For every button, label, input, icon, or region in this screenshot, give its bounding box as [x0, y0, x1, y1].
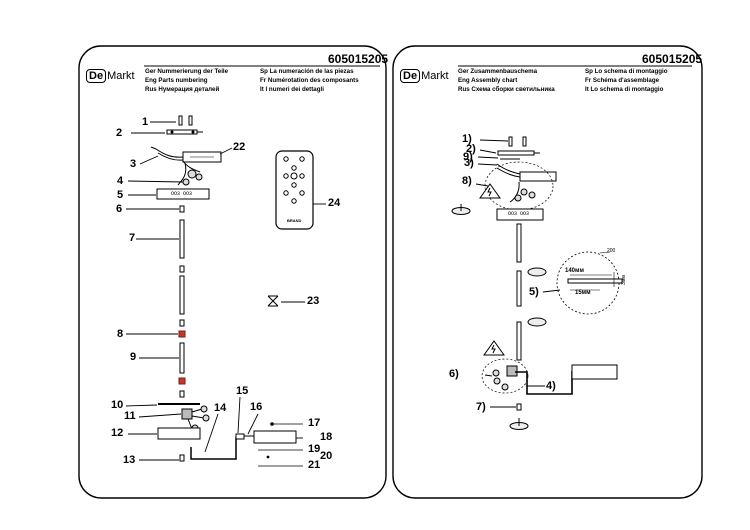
left-lang-ger: Ger Nummerierung der Teile [145, 68, 229, 75]
part-number-14: 14 [214, 402, 227, 414]
part-number-15: 15 [236, 385, 249, 397]
dimension-3: 3мм [620, 275, 627, 285]
part-number-12: 12 [111, 427, 124, 439]
part-number-23: 23 [307, 295, 320, 307]
right-lang-eng: Eng Assembly chart [458, 77, 518, 84]
left-lang-it: It I numeri dei dettagli [260, 86, 324, 93]
step-3: 3) [464, 157, 474, 169]
part-number-6: 6 [116, 203, 123, 215]
dimension-140: 140мм [565, 268, 584, 274]
right-leader-lines [475, 139, 561, 408]
left-parts-drawing [150, 115, 314, 467]
brand-logo-text: Markt [421, 70, 449, 82]
right-lang-fr: Fr Schéma d'assemblage [585, 77, 660, 84]
part-number-21: 21 [308, 459, 321, 471]
part-number-20: 20 [320, 450, 333, 462]
dimension-200: 200 [607, 248, 616, 254]
part-number-16: 16 [250, 401, 263, 413]
dimension-15: 15мм [575, 290, 591, 296]
left-lang-eng: Eng Parts numbering [145, 77, 208, 84]
left-led-label: OO3 OO3 [171, 191, 193, 197]
step-7: 7) [476, 401, 486, 413]
part-number-18: 18 [320, 431, 333, 443]
step-8: 8) [462, 175, 472, 187]
part-number-2: 2 [116, 127, 123, 139]
right-panel-frame [392, 45, 703, 499]
brand-logo-box: De [400, 69, 421, 83]
brand-logo-text: Markt [107, 70, 135, 82]
right-article-number: 605015205 [642, 52, 703, 66]
step-9: 9) [463, 151, 473, 163]
part-number-9: 9 [130, 351, 137, 363]
part-number-7: 7 [129, 232, 136, 244]
step-4: 4) [546, 380, 556, 392]
part-number-11: 11 [124, 410, 136, 422]
part-number-5: 5 [117, 189, 124, 201]
part-number-19: 19 [308, 443, 321, 455]
part-number-22: 22 [233, 141, 246, 153]
part-number-3: 3 [130, 158, 137, 170]
right-lang-sp: Sp Lo schema di montaggio [585, 68, 668, 75]
left-lang-sp: Sp La numeración de las piezas [260, 68, 354, 75]
right-lang-it: It Lo schema di montaggio [585, 86, 664, 93]
right-led-label: OO3 OO3 [508, 211, 530, 217]
left-panel-frame [78, 45, 387, 499]
left-lang-rus: Rus Нумерация деталей [145, 86, 220, 93]
step-1: 1) [462, 133, 472, 145]
step-5: 5) [529, 286, 539, 298]
step-2: 2) [466, 143, 476, 155]
part-number-17: 17 [308, 417, 321, 429]
part-number-8: 8 [117, 328, 124, 340]
step-6: 6) [449, 368, 459, 380]
brand-logo-box: De [86, 69, 107, 83]
left-article-number: 605015205 [328, 52, 389, 66]
part-number-10: 10 [111, 399, 124, 411]
right-brand-logo: De Markt [400, 69, 449, 83]
right-assembly-drawing [451, 136, 623, 430]
part-number-13: 13 [123, 454, 136, 466]
right-lang-rus: Rus Схема сборки светильника [458, 86, 555, 93]
left-lang-fr: Fr Numérotation des composants [260, 77, 359, 84]
left-brand-logo: De Markt [86, 69, 135, 83]
part-number-4: 4 [117, 175, 124, 187]
remote-label: BRAND [287, 218, 302, 223]
left-leader-lines [125, 121, 326, 461]
right-lang-ger: Ger Zusammenbauschema [458, 68, 538, 75]
part-number-1: 1 [142, 116, 149, 128]
part-number-24: 24 [328, 197, 341, 209]
